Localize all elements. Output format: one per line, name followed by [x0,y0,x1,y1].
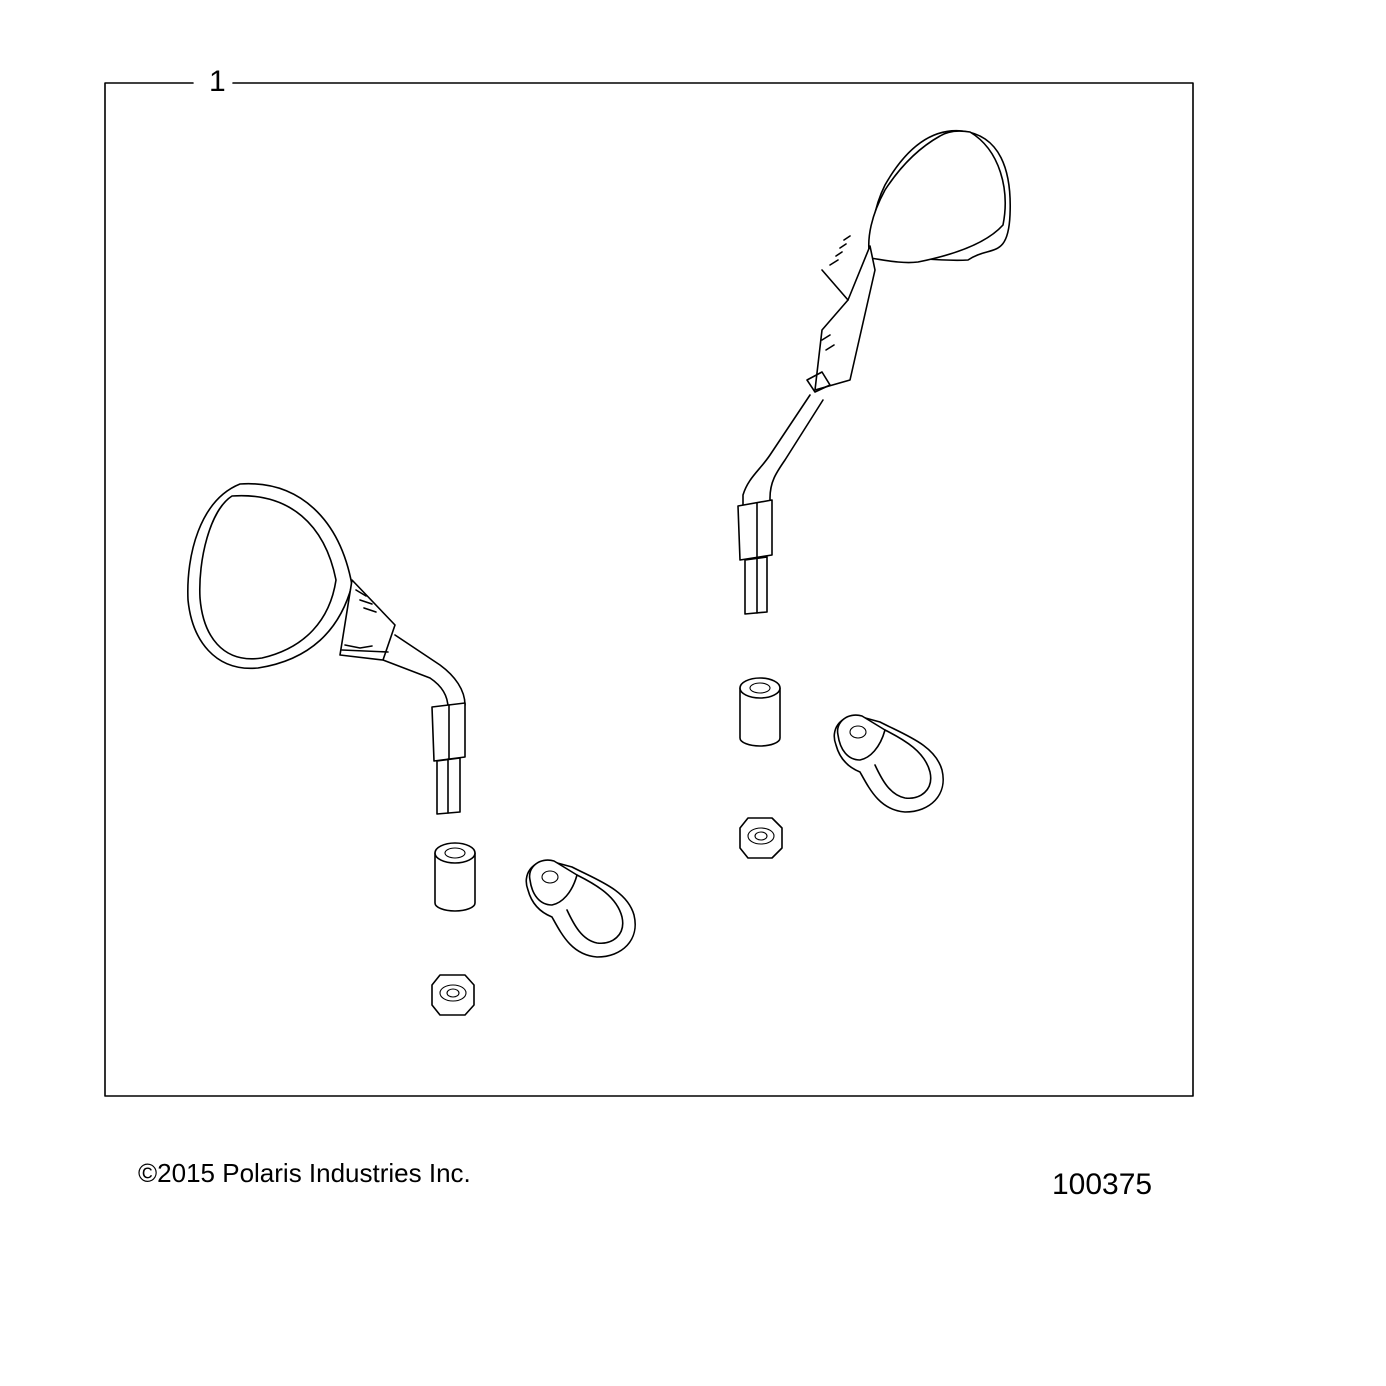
copyright-text: ©2015 Polaris Industries Inc. [138,1158,471,1188]
callout-number: 1 [203,64,232,100]
clamp [833,714,944,813]
mirror-right [737,129,1011,615]
clamp [525,859,636,958]
figure-id: 100375 [1052,1168,1153,1201]
spacer [739,677,781,747]
nut [431,974,475,1016]
group-border [104,82,1194,1097]
mirror-left [187,483,466,815]
nut [739,817,783,859]
spacer [434,842,476,912]
